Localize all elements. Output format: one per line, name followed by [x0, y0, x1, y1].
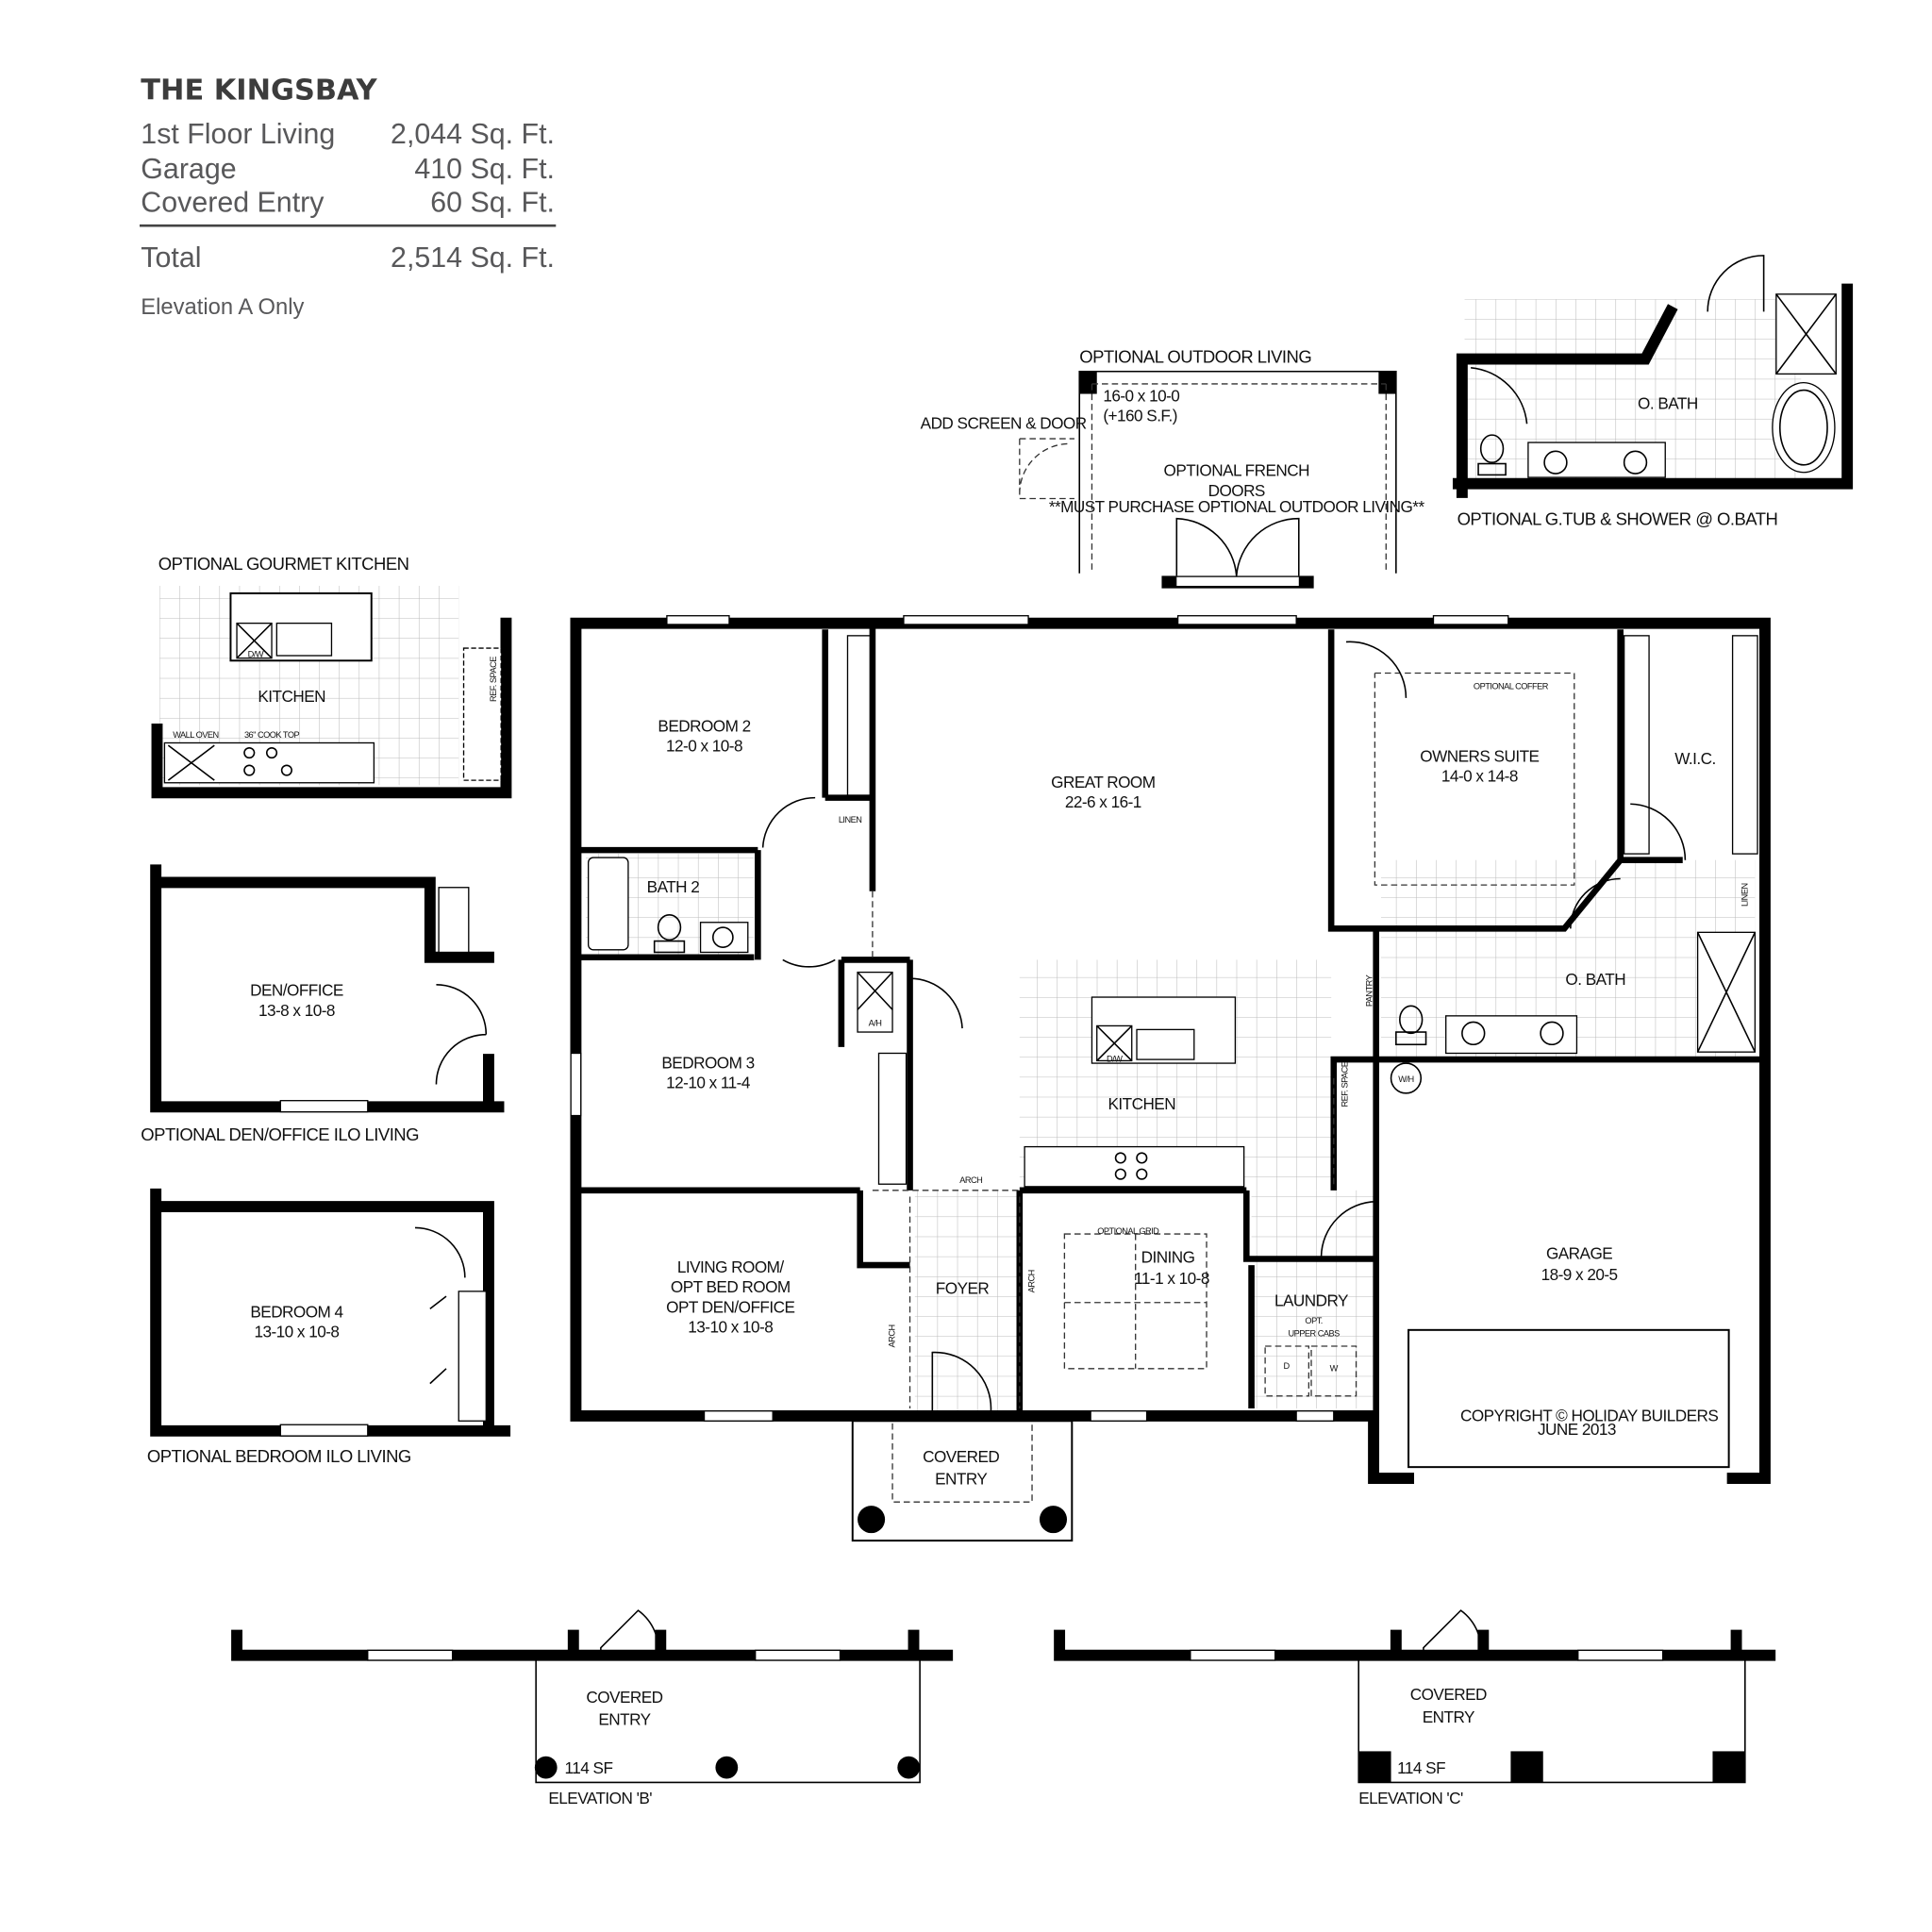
room-label: ENTRY [935, 1470, 988, 1489]
caption: OPTIONAL OUTDOOR LIVING [1079, 346, 1311, 366]
room-label: LAUNDRY [1274, 1291, 1349, 1310]
linen-label: LINEN [839, 815, 862, 824]
water-heater-label: W/H [1398, 1074, 1413, 1084]
row-value: 410 Sq. Ft. [414, 153, 555, 185]
size: 16-0 x 10-0 [1103, 386, 1179, 405]
optional-gourmet-kitchen: OPTIONAL GOURMET KITCHEN KITCHEN WALL OV… [151, 554, 512, 799]
caption: ELEVATION 'B' [548, 1789, 652, 1807]
optional-outdoor-living: OPTIONAL OUTDOOR LIVING 16-0 x 10-0 (+16… [921, 346, 1425, 589]
ah-label: A/H [869, 1018, 882, 1027]
optional-bedroom-4: BEDROOM 4 13-10 x 10-8 OPTIONAL BEDROOM … [147, 1188, 511, 1466]
elevation-note: Elevation A Only [141, 294, 304, 320]
dw-label: D/W [248, 649, 264, 658]
room-label: BATH 2 [647, 877, 700, 896]
caption: OPTIONAL DEN/OFFICE ILO LIVING [141, 1124, 419, 1144]
area-summary: THE KINGSBAY 1st Floor Living 2,044 Sq. … [139, 75, 557, 320]
room-size: 13-10 x 10-8 [254, 1323, 339, 1341]
room-label: BEDROOM 4 [250, 1303, 343, 1322]
opt-cabs-label: OPT. [1305, 1316, 1322, 1325]
optional-owners-bath: O. BATH OPTIONAL G.TUB & SHOWER @ O.BATH [1452, 255, 1854, 528]
row-label: 1st Floor Living [141, 118, 335, 150]
cook-top-label: 36" COOK TOP [244, 730, 300, 740]
room-label: KITCHEN [258, 687, 325, 706]
copyright: COPYRIGHT © HOLIDAY BUILDERS [1460, 1406, 1718, 1424]
room-size: 22-6 x 16-1 [1065, 792, 1141, 811]
opt-cabs-label: UPPER CABS [1289, 1328, 1341, 1338]
plan-title: THE KINGSBAY [141, 75, 377, 108]
room-label: COVERED [586, 1688, 662, 1707]
room-label: O. BATH [1638, 393, 1698, 412]
room-label: BEDROOM 2 [658, 717, 750, 736]
french-doors-label: OPTIONAL FRENCH [1164, 461, 1309, 480]
row-label: Garage [141, 153, 236, 185]
wall-oven-label: WALL OVEN [173, 730, 218, 740]
caption: OPTIONAL GOURMET KITCHEN [158, 554, 409, 574]
french-doors-label: DOORS [1208, 481, 1265, 500]
room-size: 11-1 x 10-8 [1134, 1269, 1209, 1288]
room-label: OWNERS SUITE [1420, 746, 1539, 765]
ref-space-label: REF. SPACE [1340, 1061, 1349, 1107]
ref-space-label: REF. SPACE [489, 657, 498, 702]
copyright-date: JUNE 2013 [1538, 1420, 1616, 1439]
room-label: O. BATH [1565, 970, 1625, 989]
arch-label: ARCH [959, 1175, 982, 1185]
dryer-label: D [1284, 1361, 1291, 1371]
row-value: 2,044 Sq. Ft. [391, 118, 555, 150]
note: **MUST PURCHASE OPTIONAL OUTDOOR LIVING*… [1049, 497, 1425, 516]
total-value: 2,514 Sq. Ft. [391, 242, 555, 274]
coffer-label: OPTIONAL COFFER [1474, 682, 1549, 691]
room-label: ENTRY [598, 1710, 651, 1729]
room-label: DEN/OFFICE [250, 981, 343, 1000]
room-label: BEDROOM 3 [661, 1053, 754, 1072]
elevation-c-entry: COVERED ENTRY 114 SF ELEVATION 'C' [1054, 1609, 1776, 1807]
room-label: W.I.C. [1674, 749, 1716, 768]
total-label: Total [141, 242, 201, 274]
room-label: ENTRY [1423, 1707, 1475, 1726]
room-size: 12-10 x 11-4 [666, 1073, 751, 1091]
room-label: DINING [1141, 1247, 1195, 1266]
screen-door-label: ADD SCREEN & DOOR [921, 414, 1087, 433]
arch-label: ARCH [888, 1324, 897, 1347]
elevation-b-entry: COVERED ENTRY 114 SF ELEVATION 'B' [231, 1609, 954, 1807]
optional-den-office: DEN/OFFICE 13-8 x 10-8 OPTIONAL DEN/OFFI… [141, 864, 505, 1144]
pantry-label: PANTRY [1365, 974, 1374, 1007]
arch-label: ARCH [1027, 1270, 1037, 1292]
room-size: 13-10 x 10-8 [688, 1317, 773, 1336]
caption: OPTIONAL BEDROOM ILO LIVING [147, 1446, 411, 1466]
room-label: LIVING ROOM/ [677, 1257, 785, 1276]
room-label: GREAT ROOM [1051, 773, 1155, 791]
room-label: FOYER [936, 1278, 990, 1297]
room-label: OPT BED ROOM [671, 1277, 791, 1296]
room-label: KITCHEN [1108, 1094, 1175, 1113]
room-label: COVERED [923, 1447, 999, 1466]
row-label: Covered Entry [141, 187, 325, 219]
row-value: 60 Sq. Ft. [430, 187, 555, 219]
room-size: 14-0 x 14-8 [1441, 766, 1518, 785]
washer-label: W [1330, 1363, 1339, 1373]
area: 114 SF [565, 1758, 613, 1777]
room-label: COVERED [1410, 1685, 1487, 1704]
linen-label: LINEN [1740, 883, 1749, 907]
dw-label: D/W [1107, 1055, 1123, 1064]
room-size: 13-8 x 10-8 [258, 1001, 335, 1020]
caption: ELEVATION 'C' [1358, 1789, 1463, 1807]
area: (+160 S.F.) [1103, 407, 1177, 425]
caption: OPTIONAL G.TUB & SHOWER @ O.BATH [1457, 508, 1778, 528]
main-floor-plan: BEDROOM 2 12-0 x 10-8 LINEN BATH 2 BEDRO… [570, 615, 1771, 1542]
room-label: OPT DEN/OFFICE [666, 1297, 794, 1316]
room-size: 12-0 x 10-8 [666, 737, 742, 756]
room-size: 18-9 x 20-5 [1541, 1265, 1618, 1284]
grid-label: OPTIONAL GRID [1097, 1226, 1159, 1236]
area: 114 SF [1397, 1758, 1445, 1777]
room-label: GARAGE [1546, 1244, 1612, 1263]
